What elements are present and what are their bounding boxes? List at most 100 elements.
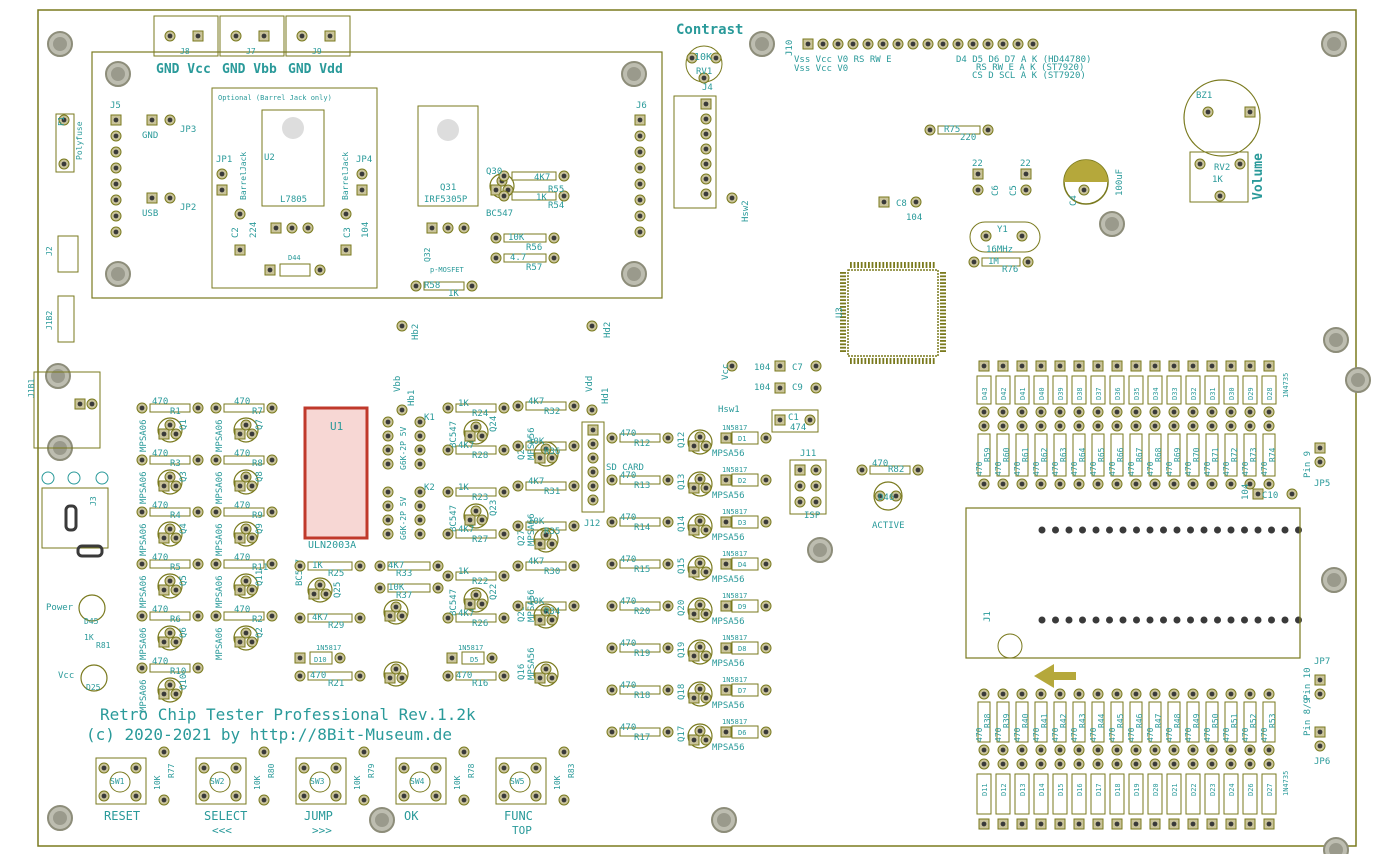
resistor-R21-value: 470	[310, 671, 326, 681]
zif-pin-top-10	[1173, 526, 1181, 534]
u3-pin-left-1	[840, 275, 846, 278]
zif-pin-bottom-4	[1092, 616, 1100, 624]
resistor-R28-value: 4K7	[458, 441, 474, 451]
c10-value: 104	[1241, 484, 1251, 500]
r55-label: R55	[548, 185, 564, 195]
u3-pin-right-15	[940, 323, 946, 325]
transistor-Q4-label: Q4	[179, 523, 189, 534]
resistor-R38-pad-b-drill	[981, 747, 987, 753]
led-D37-pad-1-drill	[1095, 363, 1101, 369]
led-D32-pad-2-drill	[1190, 409, 1196, 415]
j10-pad-12-drill	[985, 41, 991, 47]
j4-header	[673, 95, 717, 209]
c8-pad-2-drill	[913, 199, 919, 205]
resistor-R33-value: 4K7	[388, 561, 404, 571]
transistor-Q23-label: Q23	[489, 500, 499, 516]
transistor-Q12-pin-e-drill	[691, 443, 697, 449]
r56-body	[503, 233, 547, 243]
transistor-Q19-pin-e-drill	[691, 653, 697, 659]
resistor-R22-value: 1K	[458, 567, 469, 577]
button-SW1-actuator	[109, 771, 131, 793]
resistor-R60-pad-a-drill	[1000, 423, 1006, 429]
led-D34-body	[1147, 375, 1163, 405]
resistor-R26-body	[455, 613, 497, 623]
zif-pin-bottom-12	[1200, 616, 1208, 624]
c10-pad-2-drill	[1289, 491, 1295, 497]
zif-pin-top-9	[1160, 526, 1167, 534]
mounting-hole-0-inner	[53, 37, 67, 51]
resistor-R5-body	[149, 559, 191, 569]
r57-pad-b-drill	[551, 255, 557, 261]
resistor-R71-pad-b-drill	[1209, 481, 1215, 487]
connector-J9-pad-2-drill	[327, 33, 333, 39]
resistor-R18-value: 470	[620, 681, 636, 691]
j10-pad-5-drill	[880, 41, 886, 47]
transistor-Q13	[687, 471, 713, 497]
zif-pin-top-16	[1254, 526, 1262, 534]
connector-J8-label: GND Vcc	[156, 62, 211, 77]
resistor-R48-value: 470	[1165, 727, 1174, 742]
transistor-Q20-label: Q20	[677, 600, 687, 616]
j1-label: J1	[983, 611, 993, 622]
d5-pad-2-drill	[489, 655, 495, 661]
resistor-R61-body	[1015, 433, 1029, 477]
resistor-R53-pad-a-drill	[1266, 691, 1272, 697]
transistor-Q16-pin-e-drill	[537, 675, 543, 681]
transistor-Q27-pin-e-drill	[537, 541, 543, 547]
transistor-Q18-label: Q18	[677, 684, 687, 700]
resistor-R66-pad-a-drill	[1114, 423, 1120, 429]
button-SW4	[395, 757, 447, 805]
u3-pin-right-12	[940, 312, 946, 315]
resistor-R28-label: R28	[472, 451, 488, 461]
transistor-Q5-part: MPSA06	[139, 575, 149, 608]
resistor-R41-pad-b-drill	[1038, 747, 1044, 753]
resistor-R11-pad-a-drill	[213, 561, 219, 567]
led-D24-pad-2-drill	[1228, 821, 1234, 827]
resistor-R12-pad-a-drill	[609, 435, 615, 441]
resistor-R30-body	[525, 561, 567, 571]
transistor-Q10-part: MPSA06	[139, 679, 149, 712]
u3-pin-left-0	[840, 272, 846, 274]
jp4-pad-1-drill	[359, 171, 365, 177]
resistor-R19-value: 470	[620, 639, 636, 649]
lcd-line1: Vss Vcc V0 RS RW E	[794, 55, 892, 65]
led-D26-label: D26	[1247, 783, 1255, 796]
transistor-Q20	[687, 597, 713, 623]
u3-pin-right-1	[940, 275, 946, 278]
rv2-pad-2-drill	[1237, 161, 1243, 167]
resistor-R65-body	[1091, 433, 1105, 477]
jp2-pad-2-drill	[167, 195, 173, 201]
zif-pin-top-0	[1038, 526, 1046, 534]
d25-led	[80, 664, 108, 692]
j5-pad-0-drill	[113, 117, 119, 123]
c1-value: 474	[790, 423, 806, 433]
resistor-R16-body	[455, 671, 497, 681]
r54-pad-a-drill	[501, 193, 507, 199]
resistor-R41-pad-a-drill	[1038, 691, 1044, 697]
bz1-buzzer	[1183, 79, 1261, 157]
resistor-R39-pad-b-drill	[1000, 747, 1006, 753]
led-D26-pad-2-drill	[1247, 821, 1253, 827]
button-SW1-id: SW1	[110, 777, 125, 786]
u3-pin-left-7	[840, 295, 846, 298]
diode-D2-part: 1N5817	[722, 466, 747, 474]
u3-pin-top-22	[929, 262, 931, 268]
zif-pin-bottom-10	[1173, 616, 1181, 624]
resistor-R63-label: R63	[1059, 447, 1068, 462]
button-SW2-pad-2-drill	[233, 765, 239, 771]
resistor-R72-pad-b-drill	[1228, 481, 1234, 487]
j4-pad-5-drill	[703, 176, 709, 182]
connector-J9-pad-1-drill	[299, 33, 305, 39]
resistor-R32-label: R32	[544, 407, 560, 417]
transistor-Q21	[383, 661, 409, 687]
y1-freq: 16MHz	[986, 245, 1013, 255]
diode-D6-label: D6	[738, 729, 746, 737]
led-D33-body	[1166, 375, 1182, 405]
led-D28-pad-2-drill	[1266, 409, 1272, 415]
resistor-R42-label: R42	[1059, 713, 1068, 728]
button-SW2-label: SELECT	[204, 809, 247, 823]
d10-pad-2-drill	[337, 655, 343, 661]
j3-pin-1	[64, 504, 78, 532]
led-D33-label: D33	[1171, 387, 1179, 400]
u3-pin-right-6	[940, 292, 946, 295]
